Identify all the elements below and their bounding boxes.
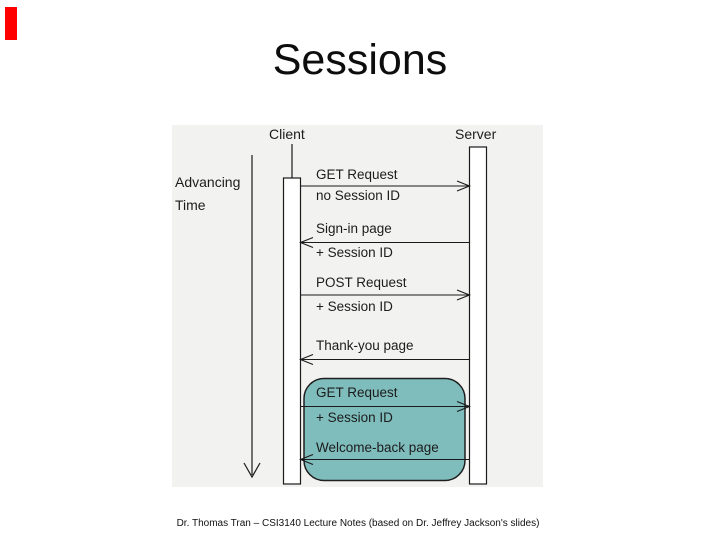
- message-label: Welcome-back page: [316, 440, 439, 455]
- message-arrow-right-icon: [300, 289, 471, 301]
- client-activation-bar: [282, 177, 302, 485]
- actor-label-client: Client: [269, 126, 305, 142]
- server-activation-bar: [468, 146, 488, 485]
- message-label: GET Request: [316, 385, 398, 400]
- message-arrow-right-icon: [300, 400, 471, 413]
- message-label: POST Request: [316, 275, 407, 290]
- message-label: GET Request: [316, 167, 398, 182]
- message-label: + Session ID: [316, 299, 393, 314]
- message-label: + Session ID: [316, 410, 393, 425]
- slide-title: Sessions: [272, 36, 448, 84]
- message-arrow-right-icon: [300, 180, 471, 192]
- footer-credit: Dr. Thomas Tran – CSI3140 Lecture Notes …: [176, 518, 540, 529]
- message-label: + Session ID: [316, 245, 393, 260]
- message-label: Sign-in page: [316, 221, 392, 236]
- message-label: Thank-you page: [316, 338, 414, 353]
- highlight-box: [303, 377, 466, 482]
- message-arrow-left-icon: [299, 353, 470, 366]
- actor-label-server: Server: [455, 126, 497, 142]
- message-label: no Session ID: [316, 188, 401, 203]
- time-label-line1: Advancing: [175, 174, 241, 190]
- time-label-line2: Time: [175, 197, 206, 213]
- time-axis-arrow-icon: [243, 155, 261, 479]
- message-arrow-left-icon: [299, 453, 470, 466]
- red-marker: [5, 7, 17, 40]
- message-arrow-left-icon: [299, 236, 470, 249]
